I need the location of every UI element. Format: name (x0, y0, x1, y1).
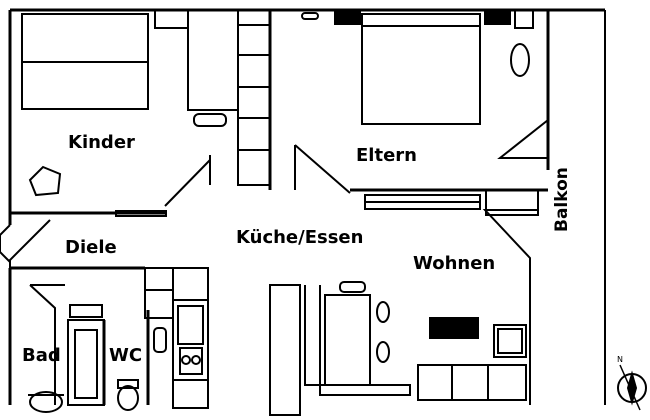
room-label-wohnen: Wohnen (413, 253, 496, 274)
dining-living (269, 281, 527, 416)
balcony (482, 10, 606, 405)
room-label-kueche: Küche/Essen (236, 227, 364, 248)
kinder-room (10, 13, 211, 217)
kitchen-counter (144, 267, 209, 409)
room-label-diele: Diele (65, 237, 117, 258)
compass-icon (617, 364, 647, 411)
compass-north-label: N (617, 355, 623, 364)
room-label-bad: Bad (22, 345, 61, 366)
room-label-wc: WC (109, 345, 143, 366)
room-label-kinder: Kinder (68, 132, 135, 153)
bad-wc (28, 304, 167, 413)
eltern-room (294, 9, 549, 210)
room-label-balkon: Balkon (552, 167, 572, 232)
wardrobe-strip (154, 9, 271, 186)
room-label-eltern: Eltern (356, 145, 417, 166)
outer-walls (8, 8, 605, 405)
diele-area (0, 219, 145, 405)
